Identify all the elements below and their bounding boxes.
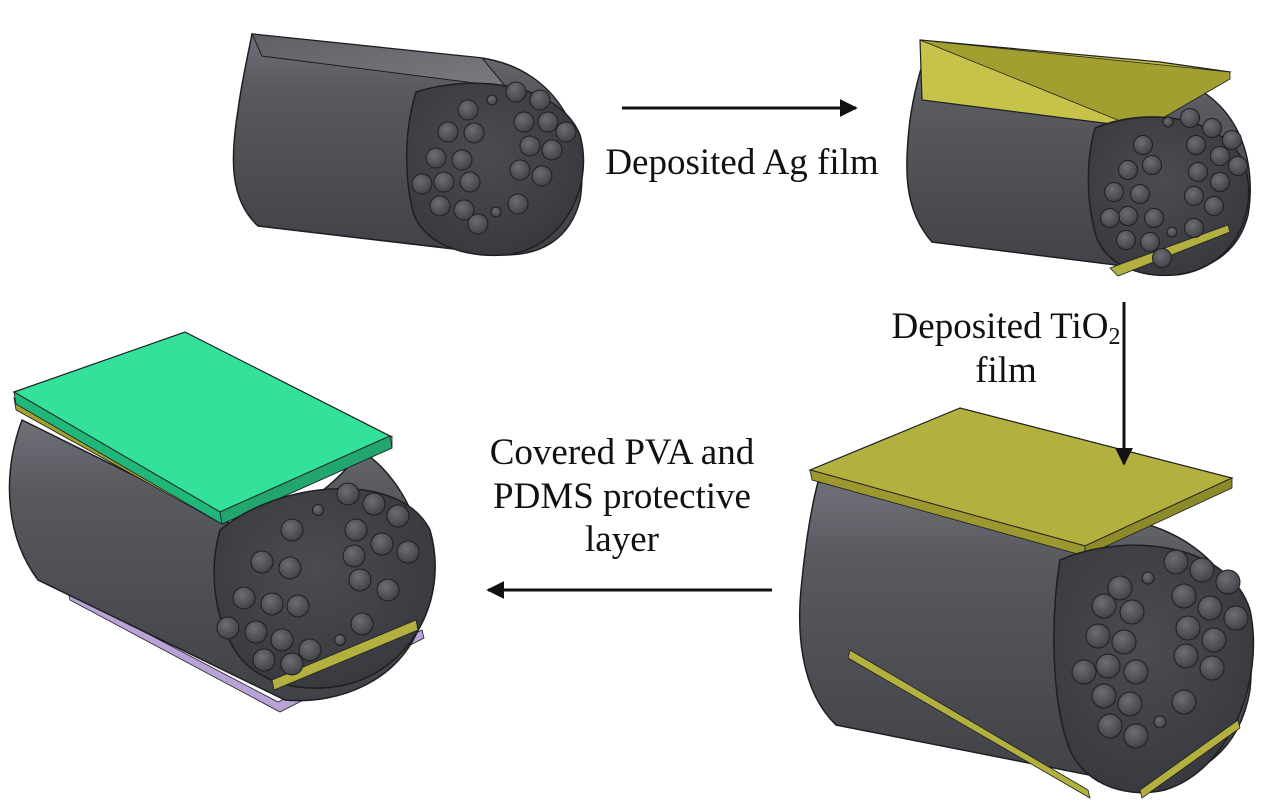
label-step2-prefix: Deposited TiO: [891, 306, 1109, 347]
label-step3-line3: layer: [585, 519, 659, 561]
fiber-holes: [1100, 108, 1248, 268]
label-step1-text: Deposited Ag film: [605, 142, 879, 183]
fiber-holes: [411, 81, 577, 235]
label-step3-line2: PDMS protective: [493, 475, 751, 517]
label-step2-line2: film: [975, 349, 1037, 391]
label-covered-pva-pdms: Covered PVA and PDMS protective layer: [452, 431, 792, 562]
label-step2-line1: Deposited TiO2: [826, 305, 1186, 349]
fiber-pva-pdms-covered: [8, 331, 436, 713]
fiber-holes: [1071, 549, 1249, 749]
label-step3-line1: Covered PVA and: [489, 432, 755, 473]
fiber-tio2-coated: [798, 407, 1255, 799]
label-deposited-ag-film: Deposited Ag film: [582, 141, 902, 185]
fiber-bare: [232, 33, 585, 257]
fiber-holes: [216, 482, 420, 676]
fiber-ag-coated: [906, 39, 1251, 277]
label-deposited-tio2-film: Deposited TiO2 film: [826, 305, 1186, 392]
label-step2-subscript: 2: [1108, 324, 1121, 350]
